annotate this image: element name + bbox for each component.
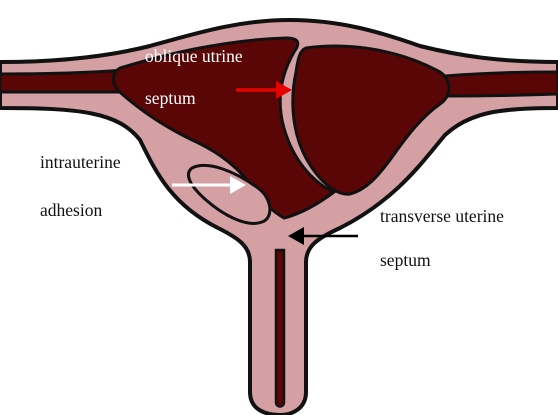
adhesion-island <box>187 163 272 225</box>
transverse-septum-label-line1: transverse uterine <box>380 206 504 226</box>
adhesion-arrow <box>172 176 246 194</box>
transverse-septum-label-line2: septum <box>380 250 431 270</box>
oblique-septum-arrow <box>236 81 292 99</box>
left-tube-cavity <box>0 68 127 94</box>
oblique-septum-label-line1: oblique utrine <box>145 46 243 66</box>
adhesion-label-line1: intrauterine <box>40 152 121 172</box>
cervical-canal <box>274 248 286 408</box>
oblique-septum-label-line2: septum <box>145 88 196 108</box>
transverse-septum-arrow <box>288 227 358 245</box>
adhesion-label-line2: adhesion <box>40 200 102 220</box>
right-uterine-cavity <box>291 44 451 196</box>
right-tube-cavity <box>443 70 558 98</box>
